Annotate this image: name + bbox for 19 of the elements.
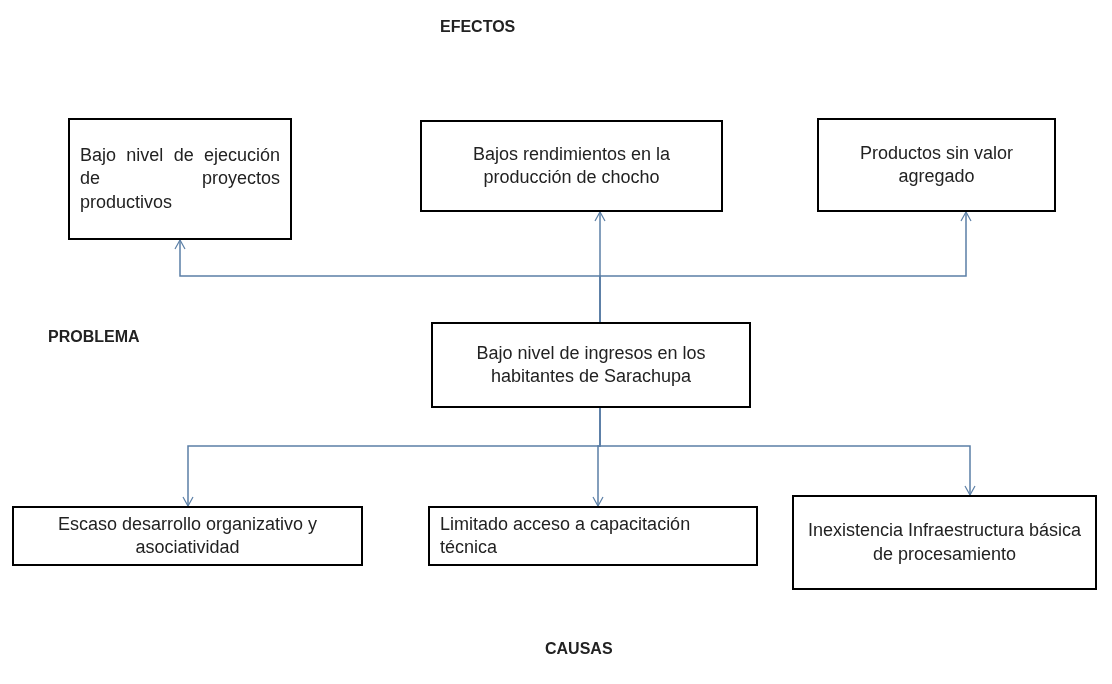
section-label: PROBLEMA	[48, 328, 140, 346]
box-text: Limitado acceso a capacitación técnica	[440, 512, 692, 559]
box-text: Bajos rendimientos en la producción de chocho	[471, 142, 672, 189]
text-box	[817, 118, 1056, 212]
box-text: Bajo nivel de ingresos en los habitantes de Sarachupa	[475, 341, 707, 388]
text-box	[68, 118, 292, 240]
box-text: Inexistencia Infraestructura básica de procesamiento	[806, 519, 1083, 566]
text-box	[420, 120, 723, 212]
text-box	[12, 506, 363, 566]
arrow	[599, 211, 972, 323]
section-label: CAUSAS	[545, 640, 613, 658]
box-text: Bajo nivel de ejecución de proyectos productivos	[80, 143, 280, 214]
arrow	[599, 407, 976, 496]
text-box	[431, 322, 751, 408]
text-box	[792, 495, 1097, 590]
box-text: Productos sin valor agregado	[858, 141, 1015, 188]
text-box	[428, 506, 758, 566]
box-text: Escaso desarrollo organizativo y asociatividad	[56, 512, 319, 559]
section-label: EFECTOS	[440, 18, 516, 36]
